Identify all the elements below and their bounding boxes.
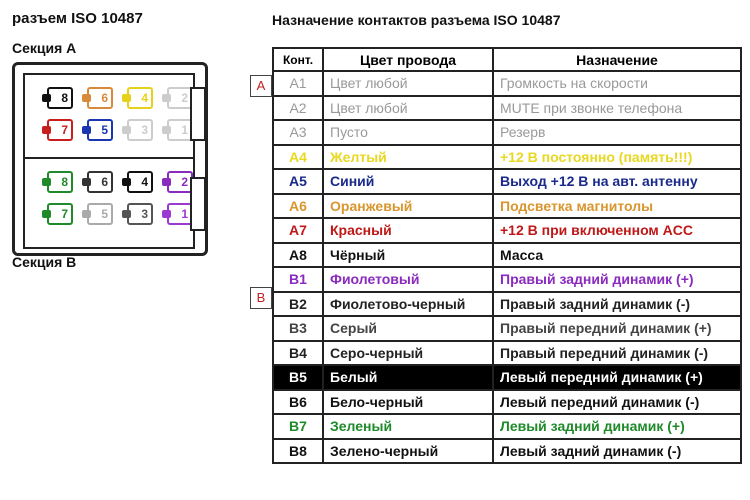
cell-purpose: Выход +12 В на авт. антенну <box>492 168 742 195</box>
cell-purpose: Левый задний динамик (-) <box>492 437 742 464</box>
side-label-a: A <box>250 75 272 97</box>
cell-wire: Красный <box>322 217 494 244</box>
cell-wire: Зеленый <box>322 413 494 440</box>
cell-pin: B8 <box>272 437 324 464</box>
cell-wire: Серо-черный <box>322 339 494 366</box>
cell-pin: B1 <box>272 266 324 293</box>
cell-wire: Белый <box>322 364 494 391</box>
cell-wire: Бело-черный <box>322 388 494 415</box>
cell-pin: A6 <box>272 192 324 219</box>
cell-pin: A7 <box>272 217 324 244</box>
cell-pin: B3 <box>272 315 324 342</box>
pin-b6: 6 <box>82 171 113 193</box>
cell-purpose: Правый задний динамик (-) <box>492 290 742 317</box>
cell-purpose: MUTE при звонке телефона <box>492 94 742 121</box>
cell-purpose: Резерв <box>492 119 742 146</box>
cell-wire: Зелено-черный <box>322 437 494 464</box>
cell-pin: A5 <box>272 168 324 195</box>
pin-b8: 8 <box>42 171 73 193</box>
pin-a6: 6 <box>82 87 113 109</box>
cell-wire: Цвет любой <box>322 94 494 121</box>
side-label-b: B <box>250 287 272 309</box>
cell-pin: A1 <box>272 70 324 97</box>
cell-purpose: Левый задний динамик (+) <box>492 413 742 440</box>
pin-a1: 1 <box>162 119 193 141</box>
cell-pin: B6 <box>272 388 324 415</box>
header-pin: Конт. <box>272 47 324 72</box>
header-wire: Цвет провода <box>322 47 494 72</box>
cell-purpose: +12 В при включенном ACC <box>492 217 742 244</box>
pin-a7: 7 <box>42 119 73 141</box>
cell-purpose: Правый задний динамик (+) <box>492 266 742 293</box>
cell-purpose: Правый передний динамик (+) <box>492 315 742 342</box>
cell-purpose: Масса <box>492 241 742 268</box>
cell-wire: Чёрный <box>322 241 494 268</box>
cell-pin: B5 <box>272 364 324 391</box>
cell-wire: Синий <box>322 168 494 195</box>
cell-purpose: +12 В постоянно (память!!!) <box>492 143 742 170</box>
cell-wire: Фиолетовый <box>322 266 494 293</box>
cell-pin: A4 <box>272 143 324 170</box>
cell-purpose: Правый передний динамик (-) <box>492 339 742 366</box>
cell-wire: Серый <box>322 315 494 342</box>
cell-pin: B2 <box>272 290 324 317</box>
pin-a4: 4 <box>122 87 153 109</box>
header-purpose: Назначение <box>492 47 742 72</box>
cell-purpose: Левый передний динамик (-) <box>492 388 742 415</box>
cell-wire: Цвет любой <box>322 70 494 97</box>
cell-wire: Пусто <box>322 119 494 146</box>
connector-latch-bottom <box>190 177 206 231</box>
cell-purpose: Подсветка магнитолы <box>492 192 742 219</box>
cell-purpose: Левый передний динамик (+) <box>492 364 742 391</box>
pin-b2: 2 <box>162 171 193 193</box>
pin-b4: 4 <box>122 171 153 193</box>
pin-b7: 7 <box>42 203 73 225</box>
connector-title: разъем ISO 10487 <box>12 10 143 27</box>
section-divider <box>25 157 193 159</box>
pin-a8: 8 <box>42 87 73 109</box>
cell-pin: A2 <box>272 94 324 121</box>
section-b-label: Секция B <box>12 254 77 270</box>
cell-pin: B7 <box>272 413 324 440</box>
pin-b3: 3 <box>122 203 153 225</box>
cell-pin: A8 <box>272 241 324 268</box>
connector-latch-top <box>190 87 206 141</box>
pin-a3: 3 <box>122 119 153 141</box>
cell-purpose: Громкость на скорости <box>492 70 742 97</box>
cell-wire: Фиолетово-черный <box>322 290 494 317</box>
cell-wire: Оранжевый <box>322 192 494 219</box>
pin-b5: 5 <box>82 203 113 225</box>
table-title: Назначение контактов разъема ISO 10487 <box>272 12 561 28</box>
pin-a5: 5 <box>82 119 113 141</box>
cell-pin: A3 <box>272 119 324 146</box>
cell-pin: B4 <box>272 339 324 366</box>
cell-wire: Желтый <box>322 143 494 170</box>
section-a-label: Секция A <box>12 40 77 56</box>
